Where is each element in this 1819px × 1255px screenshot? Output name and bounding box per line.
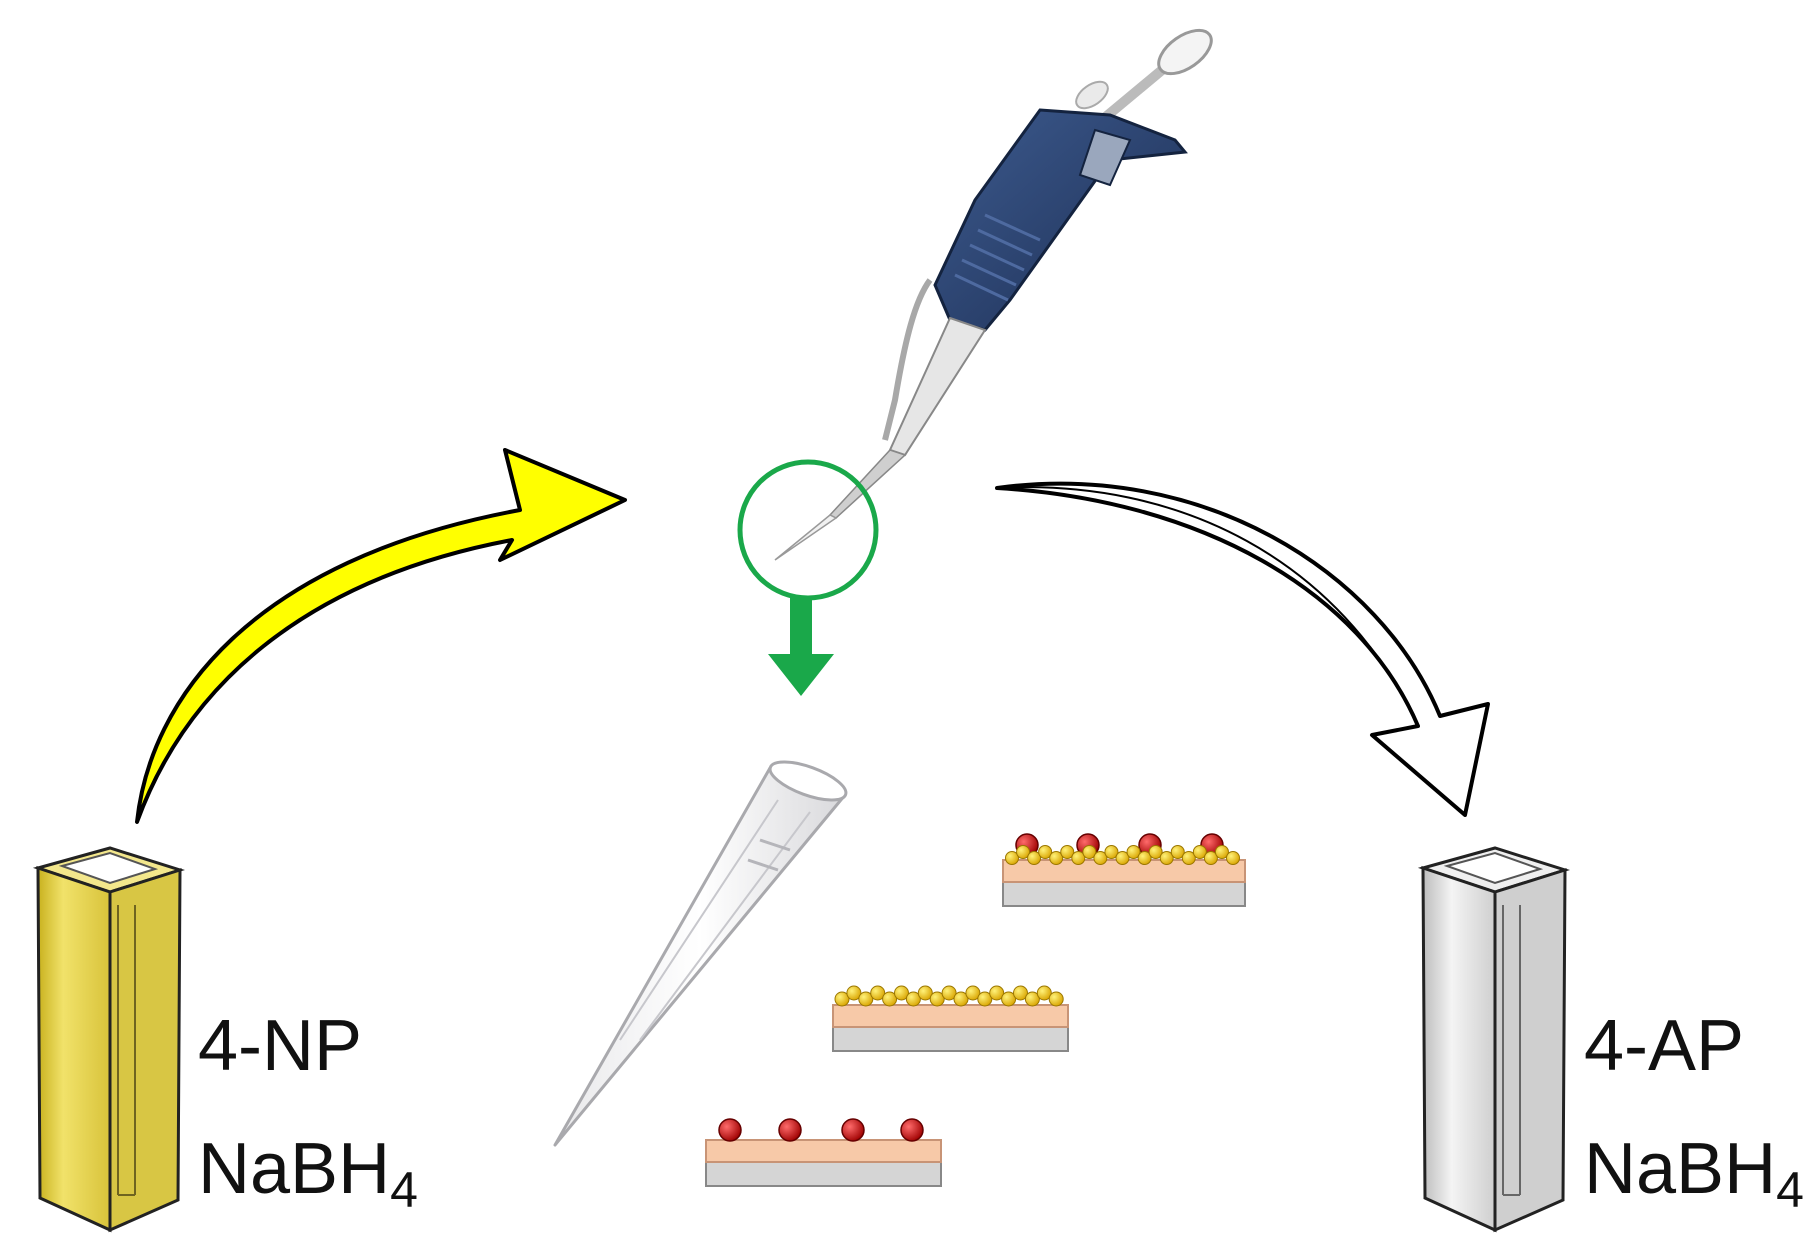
substrate-red-particles — [705, 1118, 942, 1187]
substrate-gold-red-particles — [1002, 833, 1246, 907]
gold-particle — [1071, 851, 1086, 865]
left-reagent-label: 4-NP — [198, 1006, 363, 1086]
gold-particle — [1048, 991, 1064, 1007]
gold-particle — [1016, 845, 1031, 859]
gold-particle — [1013, 985, 1028, 1001]
gold-particle — [846, 985, 862, 1001]
white-curved-arrow — [995, 481, 1490, 817]
red-particle — [841, 1118, 865, 1142]
gold-particle — [1126, 845, 1141, 859]
gold-particle — [905, 991, 921, 1007]
gold-particle — [953, 991, 969, 1007]
gold-particle — [1104, 845, 1119, 859]
substrate-gold-particles — [832, 985, 1069, 1052]
gold-particle — [870, 985, 886, 1001]
gold-particle — [882, 991, 898, 1007]
green-down-arrow — [768, 598, 834, 696]
right-reductant-main: NaBH — [1584, 1129, 1777, 1209]
right-reductant-subscript: 4 — [1776, 1162, 1804, 1218]
gold-particle — [917, 985, 933, 1001]
gold-particle — [1027, 851, 1042, 865]
right-reductant-label: NaBH4 — [1584, 1133, 1804, 1215]
gold-particle — [1036, 985, 1052, 1001]
gold-particle — [894, 985, 909, 1001]
gold-particle — [834, 991, 850, 1007]
gold-particle — [1181, 851, 1196, 865]
cuvette-grey-icon — [1417, 846, 1571, 1233]
gold-particle — [1159, 851, 1174, 865]
red-particle — [718, 1118, 742, 1142]
gold-particle — [941, 985, 957, 1001]
yellow-curved-arrow — [135, 448, 627, 824]
gold-particle — [1137, 851, 1152, 865]
pipette-icon — [774, 28, 1213, 561]
gold-particle — [1049, 851, 1064, 865]
right-product-label: 4-AP — [1584, 1006, 1745, 1086]
gold-particle — [1226, 851, 1240, 865]
gold-particle — [858, 991, 874, 1007]
gold-particle — [1203, 851, 1218, 865]
red-particle — [778, 1118, 802, 1142]
left-reductant-main: NaBH — [198, 1129, 391, 1209]
gold-particle — [1093, 851, 1108, 865]
cuvette-yellow-icon — [32, 846, 186, 1233]
red-particle — [900, 1118, 924, 1142]
gold-particle — [989, 985, 1005, 1001]
gold-particle — [1148, 845, 1163, 859]
gold-particle — [1115, 851, 1130, 865]
gold-particle — [1060, 845, 1075, 859]
gold-particle — [1024, 991, 1040, 1007]
left-reductant-subscript: 4 — [390, 1162, 418, 1218]
gold-particle — [965, 985, 981, 1001]
gold-particle — [1082, 845, 1097, 859]
pipette-tip-icon — [553, 760, 848, 1147]
gold-particle — [929, 991, 945, 1007]
gold-particle — [1001, 991, 1017, 1007]
gold-particle — [1214, 845, 1229, 859]
gold-particle — [1192, 845, 1207, 859]
highlight-circle — [737, 459, 879, 601]
gold-particle — [1005, 851, 1019, 865]
left-reductant-label: NaBH4 — [198, 1133, 418, 1215]
gold-particle — [1170, 845, 1185, 859]
gold-particle — [1038, 845, 1053, 859]
gold-particle — [977, 991, 993, 1007]
